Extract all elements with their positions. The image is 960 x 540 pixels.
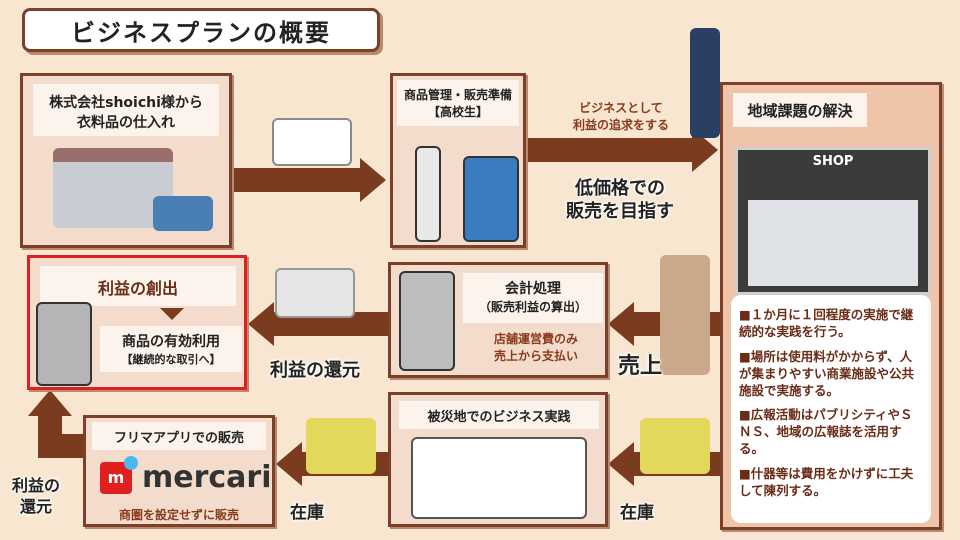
title-box: ビジネスプランの概要	[22, 8, 380, 52]
mercari-brand: mercari	[142, 460, 272, 495]
student-illustration	[415, 146, 441, 242]
accounting-box: 会計処理 （販売利益の算出） 店舗運営費のみ売上から支払い	[388, 262, 608, 378]
region-notes: ■１か月に１回程度の実施で継続的な実践を行う。 ■場所は使用料がかからず、人が集…	[731, 295, 931, 523]
tshirts-icon-2	[306, 418, 376, 474]
student-with-box-illustration	[463, 156, 519, 242]
supplier-box: 株式会社shoichi様から 衣料品の仕入れ	[20, 73, 232, 248]
flea-market-box: フリマアプリでの販売 m mercari 商圏を設定せずに販売	[83, 415, 275, 527]
clothing-store-illustration	[411, 437, 587, 519]
sales-label: 売上	[618, 354, 663, 379]
region-panel: 地域課題の解決 SHOP ■１か月に１回程度の実施で継続的な実践を行う。 ■場所…	[720, 82, 942, 530]
page-title: ビジネスプランの概要	[71, 18, 331, 47]
mercari-logo-icon: m	[100, 456, 138, 494]
truck-cargo-icon	[272, 118, 352, 166]
money-illustration	[275, 268, 355, 318]
truck-icon	[153, 196, 213, 231]
shop-illustration: SHOP	[735, 147, 931, 295]
shopper-illustration	[660, 255, 710, 375]
profit-pursuit-label: ビジネスとして利益の追求をする	[572, 101, 669, 132]
arrow-supply	[232, 168, 362, 192]
businessman-illustration	[36, 302, 92, 386]
profit-return-label: 利益の還元	[270, 360, 360, 381]
stock-label: 在庫	[620, 503, 654, 523]
delivery-person-illustration	[690, 28, 720, 138]
low-price-label: 低価格での販売を目指す	[566, 178, 674, 222]
prep-box: 商品管理・販売準備 【高校生】	[390, 73, 526, 248]
down-arrow-icon	[160, 308, 184, 320]
arrow-to-shop	[526, 138, 694, 162]
profit-box: 利益の創出 商品の有効利用 【継続的な取引へ】	[27, 255, 247, 390]
accountant-illustration	[399, 271, 455, 371]
tshirts-icon	[640, 418, 710, 474]
profit-return-short-label: 利益の還元	[12, 476, 61, 516]
stock-label-2: 在庫	[290, 503, 324, 523]
disaster-box: 被災地でのビジネス実践	[388, 392, 608, 527]
